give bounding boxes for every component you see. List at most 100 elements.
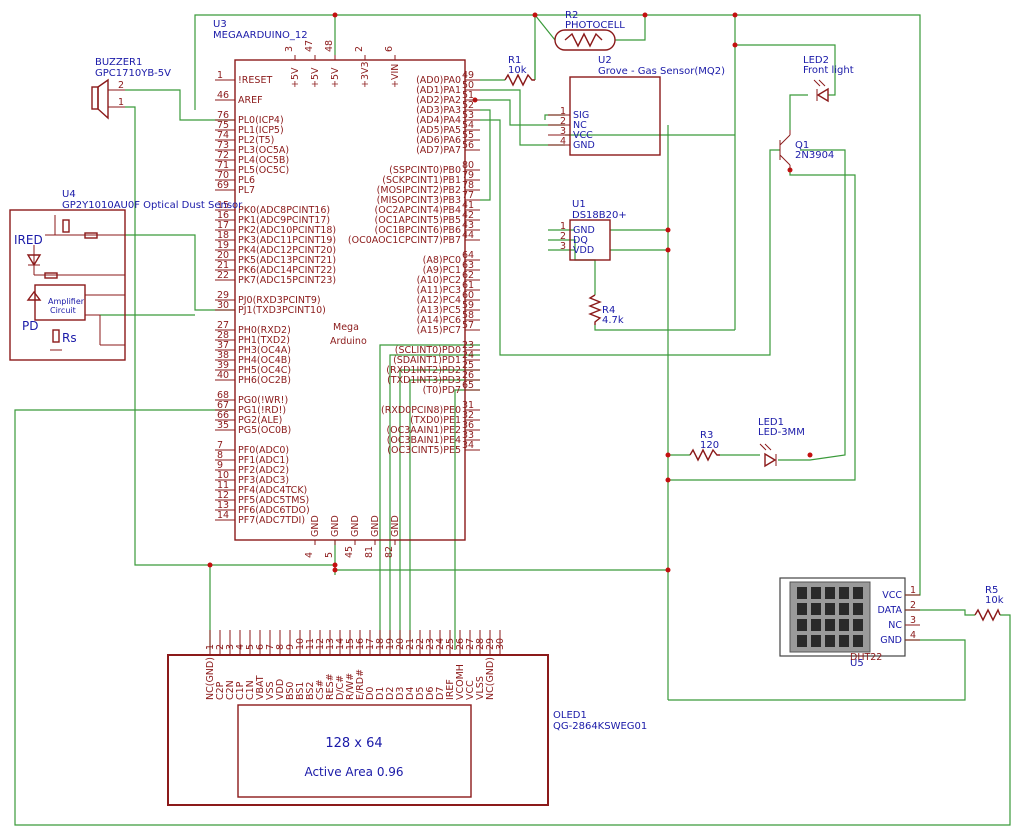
oled-pin-number: 11 — [305, 638, 316, 650]
u5-pin-name: NC — [888, 620, 902, 631]
u3-pin-number: 45 — [344, 546, 355, 558]
u3-ref: U3 — [213, 19, 227, 30]
oled-pin-name: R/W# — [345, 673, 356, 700]
u3-pin-name: PH1(TXD2) — [238, 335, 290, 346]
u2-pin-number: 1 — [560, 106, 566, 117]
oled-pin-number: 8 — [275, 644, 286, 650]
u3-pin-name: PJ0(RXD3PCINT9) — [238, 295, 321, 306]
u5-pin-number: 1 — [910, 585, 916, 596]
dht22-grille-hole — [825, 587, 835, 599]
u3-pin-name: +5V — [290, 67, 301, 88]
q1-part: 2N3904 — [795, 150, 834, 161]
u3-pin-number: 11 — [217, 480, 229, 491]
oled-pin-name: BS1 — [295, 682, 306, 700]
u3-pin-number: 9 — [217, 460, 223, 471]
dht22-grille-hole — [811, 603, 821, 615]
u3-pin-name: (RXD1INT2)PD2 — [386, 365, 461, 376]
u3-pin-number: 67 — [217, 400, 229, 411]
u3-pin-name: (MOSIPCINT2)PB2 — [377, 185, 461, 196]
u3-pin-number: 56 — [462, 140, 474, 151]
u5-pin-name: VCC — [882, 590, 902, 601]
u3-pin-name: (TXD0)PE1 — [410, 415, 461, 426]
u3-pin-number: 10 — [217, 470, 229, 481]
u3-pin-number: 77 — [462, 190, 474, 201]
u3-pin-name: GND — [370, 515, 381, 537]
r2-ref: R2 — [565, 10, 578, 21]
u3-pin-name: PH3(OC4A) — [238, 345, 291, 356]
u3-pin-number: 36 — [462, 420, 474, 431]
u3-pin-number: 52 — [462, 100, 474, 111]
u3-pin-number: 8 — [217, 450, 223, 461]
u3-pin-name: PF0(ADC0) — [238, 445, 289, 456]
u3-pin-name: (OC3AAIN1)PE2 — [386, 425, 461, 436]
oled-pin-name: D1 — [375, 687, 386, 700]
u3-pin-number: 48 — [324, 40, 335, 52]
u3-pin-number: 2 — [354, 46, 365, 52]
resistor-r5: R5 10k — [974, 585, 1004, 622]
u3-pin-name: PH4(OC4B) — [238, 355, 291, 366]
oled-display-oled1: 128 x 64 Active Area 0.96 OLED1 QG-2864K… — [167, 630, 647, 806]
u3-pin-name: PG0(!WR!) — [238, 395, 288, 406]
u2-ref: U2 — [598, 55, 612, 66]
u3-pin-number: 19 — [217, 240, 229, 251]
u3-pin-name: PH6(OC2B) — [238, 375, 291, 386]
u3-pin-number: 66 — [217, 410, 229, 421]
u1-pin-number: 2 — [560, 231, 566, 242]
u3-pin-number: 24 — [462, 350, 474, 361]
oled-pin-name: D4 — [405, 687, 416, 700]
oled-pin-name: NC(GND) — [485, 657, 496, 700]
u3-pin-name: (A8)PC0 — [423, 255, 461, 266]
oled-pin-name: C2P — [215, 681, 226, 700]
buzzer-buzzer1: BUZZER1 GPC1710YB-5V 2 1 — [91, 57, 171, 120]
u3-pin-number: 14 — [217, 510, 229, 521]
oled-pin-name: NC(GND) — [205, 657, 216, 700]
u3-pin-number: 79 — [462, 170, 474, 181]
u2-pin-name: GND — [573, 140, 595, 151]
u3-pin-number: 40 — [217, 370, 229, 381]
oled-pin-number: 12 — [315, 638, 326, 650]
u3-pin-name: +VIN — [390, 64, 401, 88]
oled-pin-number: 20 — [395, 638, 406, 650]
u3-pin-number: 65 — [462, 380, 474, 391]
u3-pin-number: 61 — [462, 280, 474, 291]
u4-amp2: Circuit — [50, 306, 76, 315]
led2-part: Front light — [803, 65, 854, 76]
oled-pin-number: 10 — [295, 638, 306, 650]
u3-pin-name: (A13)PC5 — [417, 305, 461, 316]
u4-pd: PD — [22, 319, 38, 333]
u3-pin-number: 13 — [217, 500, 229, 511]
dht22-grille-hole — [839, 635, 849, 647]
u3-pin-number: 75 — [217, 120, 229, 131]
u2-pin-name: VCC — [573, 130, 593, 141]
dht22-grille-hole — [825, 603, 835, 615]
oled-pin-number: 27 — [465, 638, 476, 650]
u3-pin-name: PL2(T5) — [238, 135, 274, 146]
u3-pin-number: 33 — [462, 430, 474, 441]
u3-pin-number: 21 — [217, 260, 229, 271]
oled-pin-number: 4 — [235, 644, 246, 650]
u1-pin-name: VDD — [573, 245, 594, 256]
u3-pin-name: GND — [330, 515, 341, 537]
u3-pin-number: 34 — [462, 440, 474, 451]
u3-pin-number: 58 — [462, 310, 474, 321]
oled-pin-number: 5 — [245, 644, 256, 650]
oled-pin-name: VCC — [465, 680, 476, 700]
u3-pin-number: 3 — [284, 46, 295, 52]
u3-pin-number: 76 — [217, 110, 229, 121]
u3-pin-name: PK6(ADC14PCINT22) — [238, 265, 336, 276]
u3-pin-name: PH0(RXD2) — [238, 325, 291, 336]
u3-pin-number: 37 — [217, 340, 229, 351]
oled-pin-name: VCOMH — [455, 664, 466, 700]
u3-pin-name: +5V — [310, 67, 321, 88]
u3-pin-name: (AD2)PA2 — [416, 95, 461, 106]
u3-pin-name: (A10)PC2 — [417, 275, 461, 286]
u3-part: MEGAARDUINO_12 — [213, 30, 308, 41]
wires — [14, 14, 1011, 826]
u3-pin-name: (TXD1INT3)PD3 — [387, 375, 461, 386]
u3-pin-name: !RESET — [238, 75, 272, 86]
oled-pin-number: 17 — [365, 638, 376, 650]
resistor-r1: R1 10k — [504, 55, 535, 87]
oled-pin-number: 7 — [265, 644, 276, 650]
u3-pin-number: 80 — [462, 160, 474, 171]
